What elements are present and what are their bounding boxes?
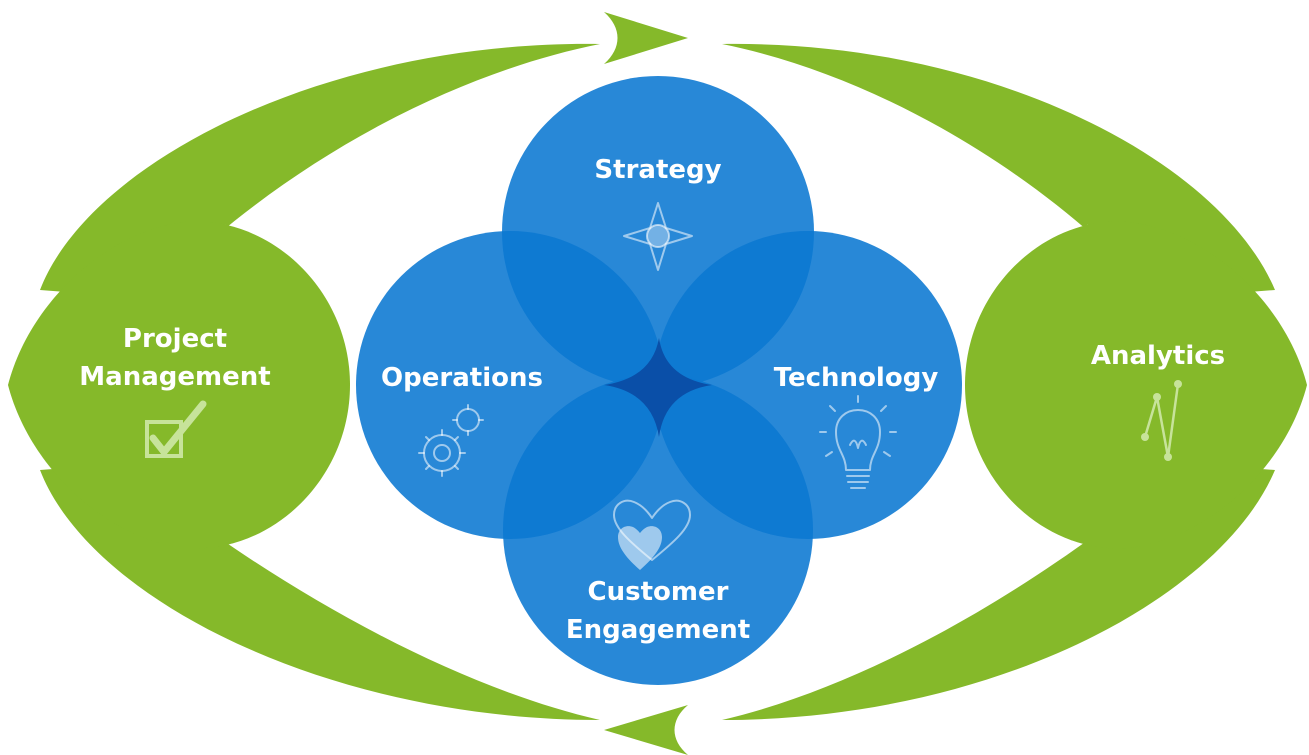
left-lens — [8, 221, 350, 549]
strategy-label: Strategy — [594, 155, 721, 185]
technology-label: Technology — [774, 363, 939, 393]
right-lens — [965, 221, 1307, 549]
project-label-line2: Management — [79, 362, 270, 392]
hearts-icon — [613, 499, 691, 570]
center-star — [604, 338, 712, 437]
outer-cycle — [8, 12, 1307, 755]
analytics-label: Analytics — [1091, 341, 1225, 371]
lightbulb-icon — [819, 395, 897, 489]
compass-star-icon — [623, 202, 693, 271]
arrowhead-bottom — [604, 705, 688, 755]
checkbox-icon — [145, 400, 207, 458]
gears-icon — [418, 404, 484, 477]
customer-label-line1: Customer — [588, 577, 729, 607]
customer-label-line2: Engagement — [566, 615, 750, 645]
arrowhead-top — [604, 12, 688, 64]
analytics-line-icon — [1141, 380, 1182, 461]
project-label-line1: Project — [123, 324, 227, 354]
operations-label: Operations — [381, 363, 543, 393]
